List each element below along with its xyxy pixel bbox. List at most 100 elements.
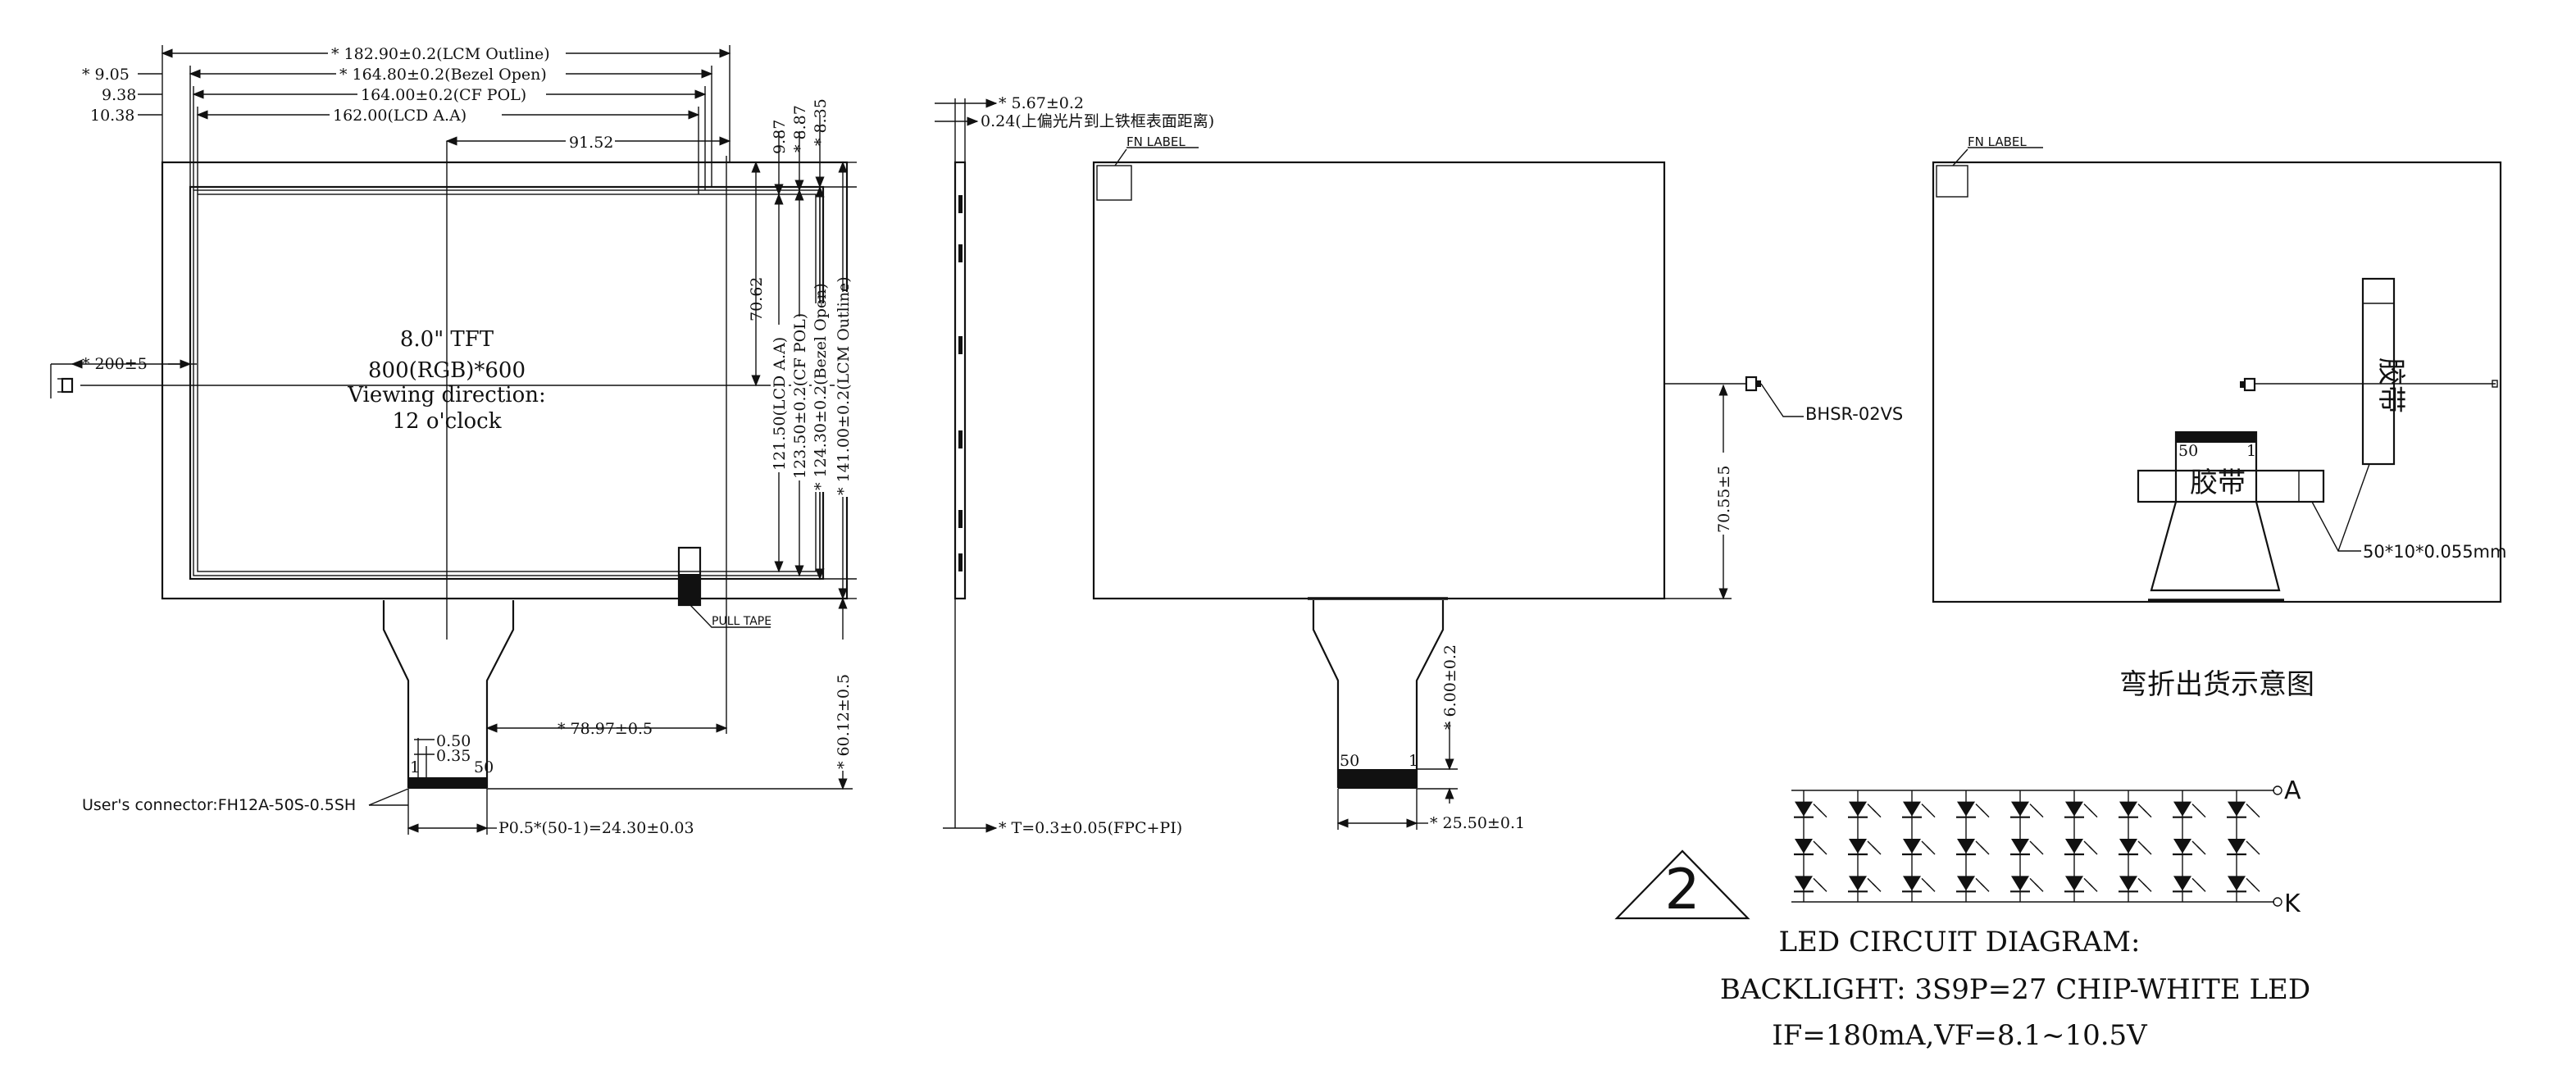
led-string	[2173, 790, 2206, 902]
svg-text:0.35: 0.35	[436, 747, 471, 765]
svg-text:9.38: 9.38	[102, 86, 136, 104]
led-diode-icon	[2227, 801, 2260, 818]
svg-text:* 25.50±0.1: * 25.50±0.1	[1430, 814, 1525, 832]
revision-number: 2	[1664, 858, 1700, 922]
backlight-spec: BACKLIGHT: 3S9P=27 CHIP-WHITE LED	[1720, 973, 2310, 1006]
tape-spec-label: 50*10*0.055mm	[2363, 542, 2506, 562]
svg-text:50: 50	[2178, 442, 2198, 460]
svg-text:121.50(LCD A.A): 121.50(LCD A.A)	[771, 337, 789, 471]
led-diode-icon	[2227, 876, 2260, 893]
svg-text:FN LABEL: FN LABEL	[1968, 134, 2027, 149]
svg-text:* 124.30±0.2(Bezel Open): * 124.30±0.2(Bezel Open)	[812, 283, 830, 490]
led-diode-icon	[2119, 876, 2152, 893]
front-view: PULL TAPE 8.0" TFT 800(RGB)*600 Viewing …	[50, 44, 857, 837]
fpc-connector	[408, 777, 487, 789]
led-diode-icon	[2010, 801, 2044, 818]
svg-text:* 200±5: * 200±5	[82, 355, 148, 373]
side-body	[953, 161, 967, 600]
back-view: FN LABEL BHSR-02VS 70.55±5 50 1 * 6.00±0…	[1092, 134, 1903, 832]
led-diode-icon	[2119, 801, 2152, 818]
led-string	[2064, 790, 2098, 902]
led-circuit: A K	[1791, 776, 2301, 918]
svg-text:0.24(上偏光片到上铁框表面距离): 0.24(上偏光片到上铁框表面距离)	[981, 112, 1214, 130]
fpc-pin50-label: 50	[474, 758, 494, 776]
led-string	[2227, 790, 2260, 902]
led-string	[2010, 790, 2044, 902]
led-string	[1902, 790, 1936, 902]
led-diode-icon	[1794, 876, 1827, 893]
led-diode-icon	[2064, 876, 2098, 893]
led-string	[1794, 790, 1827, 902]
led-diode-icon	[1848, 876, 1882, 893]
tape-horizontal	[2137, 469, 2325, 503]
led-diode-icon	[2010, 876, 2044, 893]
viewing-direction-label: Viewing direction:	[347, 383, 546, 407]
pull-tape-label: PULL TAPE	[712, 615, 771, 628]
svg-text:* 6.00±0.2: * 6.00±0.2	[1441, 644, 1459, 730]
led-diode-icon	[1956, 839, 1990, 856]
led-diode-icon	[1848, 839, 1882, 856]
led-diode-icon	[1956, 801, 1990, 818]
anode-label: A	[2284, 776, 2301, 805]
led-diode-icon	[2119, 839, 2152, 856]
cathode-label: K	[2284, 890, 2301, 918]
fn-label-box	[1096, 165, 1132, 201]
user-connector-label: User's connector:FH12A-50S-0.5SH	[82, 796, 356, 814]
led-string	[1848, 790, 1882, 902]
revision-mark: 2	[1614, 849, 1750, 922]
bend-view: FN LABEL 胶带 50 1 胶带 50*10*0.055mm 弯折出货示意…	[1932, 134, 2506, 701]
svg-text:9.87: 9.87	[771, 120, 789, 154]
led-diode-icon	[1902, 876, 1936, 893]
svg-text:* 182.90±0.2(LCM Outline): * 182.90±0.2(LCM Outline)	[331, 45, 550, 63]
svg-text:P0.5*(50-1)=24.30±0.03: P0.5*(50-1)=24.30±0.03	[498, 819, 694, 837]
led-diode-icon	[1956, 876, 1990, 893]
svg-text:* 9.05: * 9.05	[82, 66, 130, 84]
svg-text:1: 1	[2246, 442, 2256, 460]
led-current-voltage: IF=180mA,VF=8.1~10.5V	[1772, 1019, 2148, 1052]
svg-text:* 8.35: * 8.35	[812, 98, 830, 146]
viewing-direction-value: 12 o'clock	[393, 409, 502, 434]
svg-text:164.00±0.2(CF POL): 164.00±0.2(CF POL)	[361, 86, 526, 104]
fpc-pin1-label: 1	[410, 758, 420, 776]
led-diode-icon	[2173, 876, 2206, 893]
svg-text:50: 50	[1340, 752, 1359, 770]
svg-text:* T=0.3±0.05(FPC+PI): * T=0.3±0.05(FPC+PI)	[999, 819, 1182, 837]
tape-vertical	[2361, 277, 2396, 466]
svg-text:* 5.67±0.2: * 5.67±0.2	[999, 94, 1084, 112]
led-diode-icon	[2173, 801, 2206, 818]
led-diode-icon	[1848, 801, 1882, 818]
back-outline	[1092, 161, 1666, 600]
panel-size: 8.0" TFT	[400, 327, 494, 352]
led-diode-icon	[1794, 839, 1827, 856]
svg-text:* 8.87: * 8.87	[791, 105, 809, 153]
svg-text:* 60.12±0.5: * 60.12±0.5	[835, 674, 853, 769]
tape-horizontal-label: 胶带	[2190, 467, 2246, 499]
svg-text:* 141.00±0.2(LCM Outline): * 141.00±0.2(LCM Outline)	[835, 276, 853, 495]
led-diode-icon	[1902, 839, 1936, 856]
svg-text:162.00(LCD A.A): 162.00(LCD A.A)	[333, 107, 467, 125]
led-circuit-title: LED CIRCUIT DIAGRAM:	[1779, 926, 2141, 958]
svg-text:0.50: 0.50	[436, 732, 471, 750]
panel-resolution: 800(RGB)*600	[368, 358, 526, 383]
svg-text:10.38: 10.38	[90, 107, 134, 125]
bhsr-connector-label: BHSR-02VS	[1805, 404, 1903, 424]
led-diode-icon	[2010, 839, 2044, 856]
led-diode-icon	[2064, 801, 2098, 818]
svg-text:* 78.97±0.5: * 78.97±0.5	[558, 720, 653, 738]
side-view: * T=0.3±0.05(FPC+PI) * 5.67±0.2 0.24(上偏光…	[935, 94, 1214, 837]
svg-text:* 164.80±0.2(Bezel Open): * 164.80±0.2(Bezel Open)	[339, 66, 547, 84]
led-diode-icon	[2173, 839, 2206, 856]
tape-vertical-label: 胶带	[2374, 357, 2407, 413]
svg-text:123.50±0.2(CF POL): 123.50±0.2(CF POL)	[791, 313, 809, 479]
led-string	[2119, 790, 2152, 902]
bend-caption: 弯折出货示意图	[2119, 668, 2314, 701]
led-string	[1956, 790, 1990, 902]
svg-text:1: 1	[1409, 752, 1418, 770]
svg-text:70.55±5: 70.55±5	[1715, 466, 1733, 533]
svg-text:91.52: 91.52	[569, 134, 613, 152]
led-diode-icon	[1902, 801, 1936, 818]
fn-label-text: FN LABEL	[1126, 134, 1186, 149]
led-diode-icon	[2064, 839, 2098, 856]
bend-outline	[1932, 161, 2502, 603]
